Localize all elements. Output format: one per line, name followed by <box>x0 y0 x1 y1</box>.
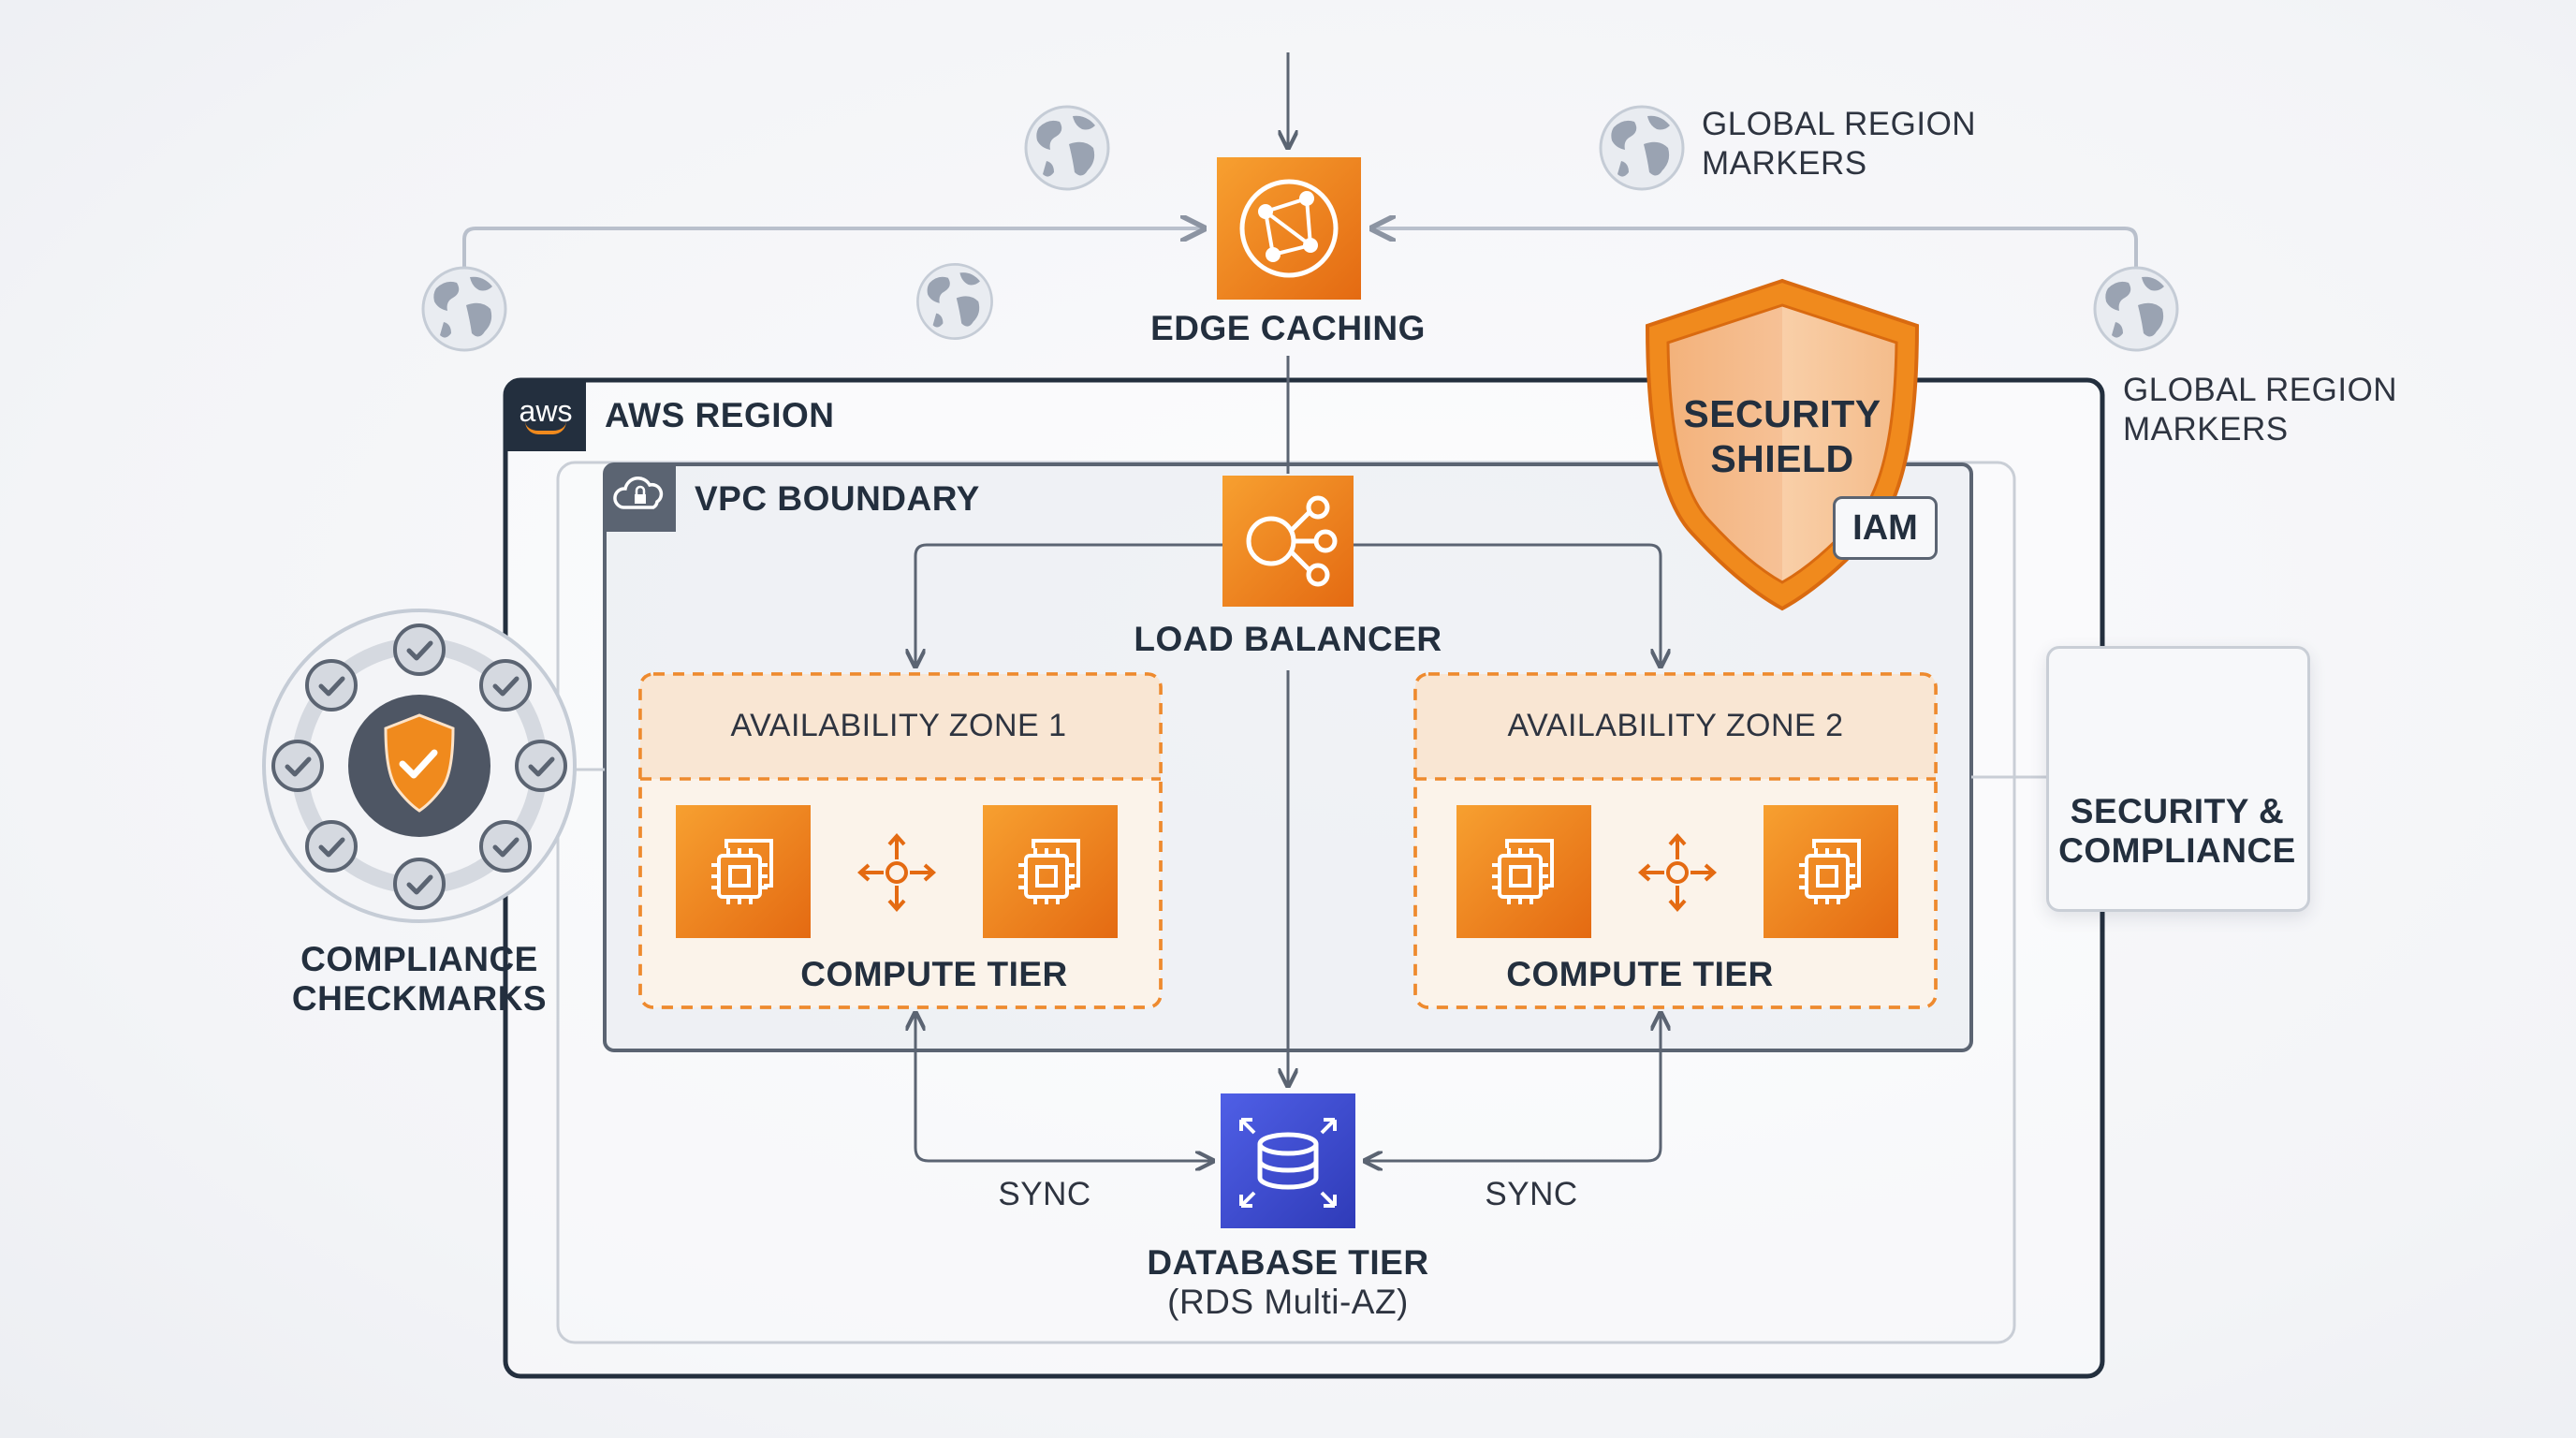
check-circle-icon <box>395 625 444 674</box>
compliance-ring <box>262 609 577 923</box>
compute-instance <box>983 805 1118 938</box>
compute-instance <box>676 805 811 938</box>
global-region-markers-top-label: GLOBAL REGION MARKERS <box>1702 105 1976 183</box>
compute-instance <box>1456 805 1591 938</box>
compliance-line1: COMPLIANCE <box>300 940 538 978</box>
compliance-checkmarks-label: COMPLIANCE CHECKMARKS <box>292 940 547 1019</box>
vpc-tag <box>605 464 676 532</box>
security-shield-label: SECURITY SHIELD <box>1683 391 1881 481</box>
load-balancer-label: LOAD BALANCER <box>1134 620 1442 658</box>
security-shield-label-line2: SHIELD <box>1710 437 1854 480</box>
security-shield-label-line1: SECURITY <box>1683 392 1881 435</box>
cloud-lock-icon <box>613 477 664 509</box>
global-markers-right-line1: GLOBAL REGION <box>2123 372 2398 408</box>
aws-region-label: AWS REGION <box>605 396 835 434</box>
security-compliance-label: SECURITY & COMPLIANCE <box>2058 792 2296 871</box>
global-markers-top-line2: MARKERS <box>1702 145 1867 182</box>
globe-icon <box>1599 105 1685 191</box>
check-circle-icon <box>307 661 356 710</box>
sync-right-label: SYNC <box>1485 1176 1578 1212</box>
compute-tier-1-label: COMPUTE TIER <box>800 955 1068 993</box>
check-circle-icon <box>481 661 530 710</box>
database-icon <box>1221 1093 1355 1228</box>
security-compliance-line1: SECURITY & <box>2070 792 2285 830</box>
globe-icon <box>1024 105 1110 191</box>
global-markers-top-line1: GLOBAL REGION <box>1702 106 1977 142</box>
security-compliance-line2: COMPLIANCE <box>2058 831 2296 870</box>
security-compliance-card <box>2046 646 2310 912</box>
global-markers-right-line2: MARKERS <box>2123 411 2289 448</box>
compute-instance <box>1764 805 1898 938</box>
check-circle-icon <box>517 741 565 790</box>
load-balancer-icon <box>1222 476 1354 607</box>
az2-label: AVAILABILITY ZONE 2 <box>1507 708 1844 743</box>
check-circle-icon <box>481 822 530 871</box>
az1-label: AVAILABILITY ZONE 1 <box>730 708 1067 743</box>
database-tier-label: DATABASE TIER <box>1147 1243 1429 1282</box>
database-sub-label: (RDS Multi-AZ) <box>1167 1283 1409 1321</box>
compute-tier-2-label: COMPUTE TIER <box>1506 955 1774 993</box>
vpc-boundary-label: VPC BOUNDARY <box>695 479 980 518</box>
check-circle-icon <box>395 859 444 908</box>
aws-smile <box>525 421 566 434</box>
globe-icon <box>916 263 993 340</box>
sync-left-label: SYNC <box>998 1176 1091 1212</box>
check-circle-icon <box>307 822 356 871</box>
aws-logo: aws <box>505 380 586 451</box>
globe-icon <box>2093 266 2179 352</box>
edge-caching-icon <box>1217 157 1361 300</box>
globe-icon <box>421 266 507 352</box>
global-region-markers-right-label: GLOBAL REGION MARKERS <box>2123 371 2397 449</box>
compliance-line2: CHECKMARKS <box>291 979 548 1018</box>
iam-badge: IAM <box>1833 496 1938 560</box>
edge-caching-label: EDGE CACHING <box>1150 309 1426 347</box>
check-circle-icon <box>273 741 322 790</box>
